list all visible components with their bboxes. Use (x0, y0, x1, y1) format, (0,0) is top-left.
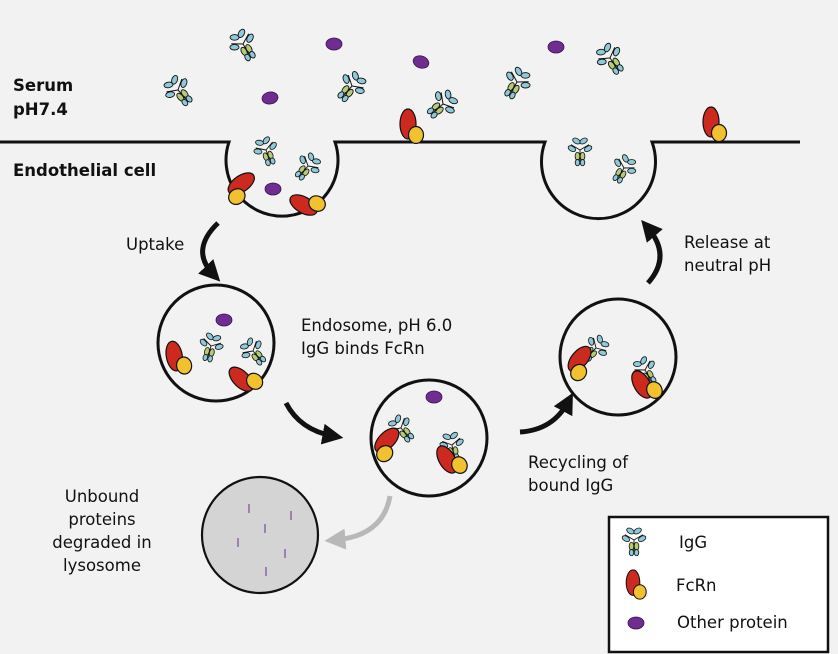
legend-other-protein-label: Other protein (677, 613, 788, 632)
serum-igg-6 (589, 37, 633, 82)
uptake-label: Uptake (126, 235, 185, 254)
membrane-fcrn-2 (702, 106, 728, 143)
right-pit-igg-2 (604, 149, 643, 189)
lysosome-fragments (237, 504, 292, 576)
serum-ph-label: pH7.4 (13, 100, 68, 119)
pit-igg-2 (287, 147, 327, 187)
uptake-arrow (198, 221, 221, 282)
endothelial-cell-label: Endothelial cell (13, 161, 157, 180)
endosome-label: Endosome, pH 6.0 IgG binds FcRn (301, 316, 453, 358)
serum-igg-1 (222, 23, 265, 67)
endosome-left-protein (215, 313, 233, 327)
pit-igg-1 (248, 132, 284, 170)
serum-protein-3 (411, 53, 431, 71)
serum-igg-4 (419, 83, 464, 127)
serum-label: Serum (13, 76, 74, 95)
legend-fcrn-label: FcRn (676, 576, 717, 595)
release-arrow (641, 220, 663, 285)
lysosome (200, 475, 320, 595)
serum-igg-2 (157, 69, 201, 114)
cell-membrane (0, 140, 800, 221)
pit-protein (264, 182, 282, 196)
serum-protein-4 (547, 40, 565, 54)
degradation-arrow (324, 495, 393, 550)
endosome-middle-protein (425, 390, 443, 404)
right-pit-igg-1 (566, 136, 594, 167)
serum-igg-3 (329, 65, 373, 110)
release-label: Release at neutral pH (684, 233, 772, 275)
legend-igg-label: IgG (679, 533, 708, 552)
membrane-fcrn-1 (399, 108, 425, 145)
degraded-label: Unbound proteins degraded in lysosome (52, 487, 152, 575)
legend-other-protein-icon (627, 616, 645, 630)
serum-protein-2 (260, 90, 280, 106)
recycling-label: Recycling of bound IgG (528, 453, 629, 495)
recycling-arrow (519, 392, 573, 435)
serum-protein-1 (325, 37, 343, 51)
endosome-transfer-arrow (283, 401, 344, 445)
serum-igg-5 (495, 61, 538, 105)
